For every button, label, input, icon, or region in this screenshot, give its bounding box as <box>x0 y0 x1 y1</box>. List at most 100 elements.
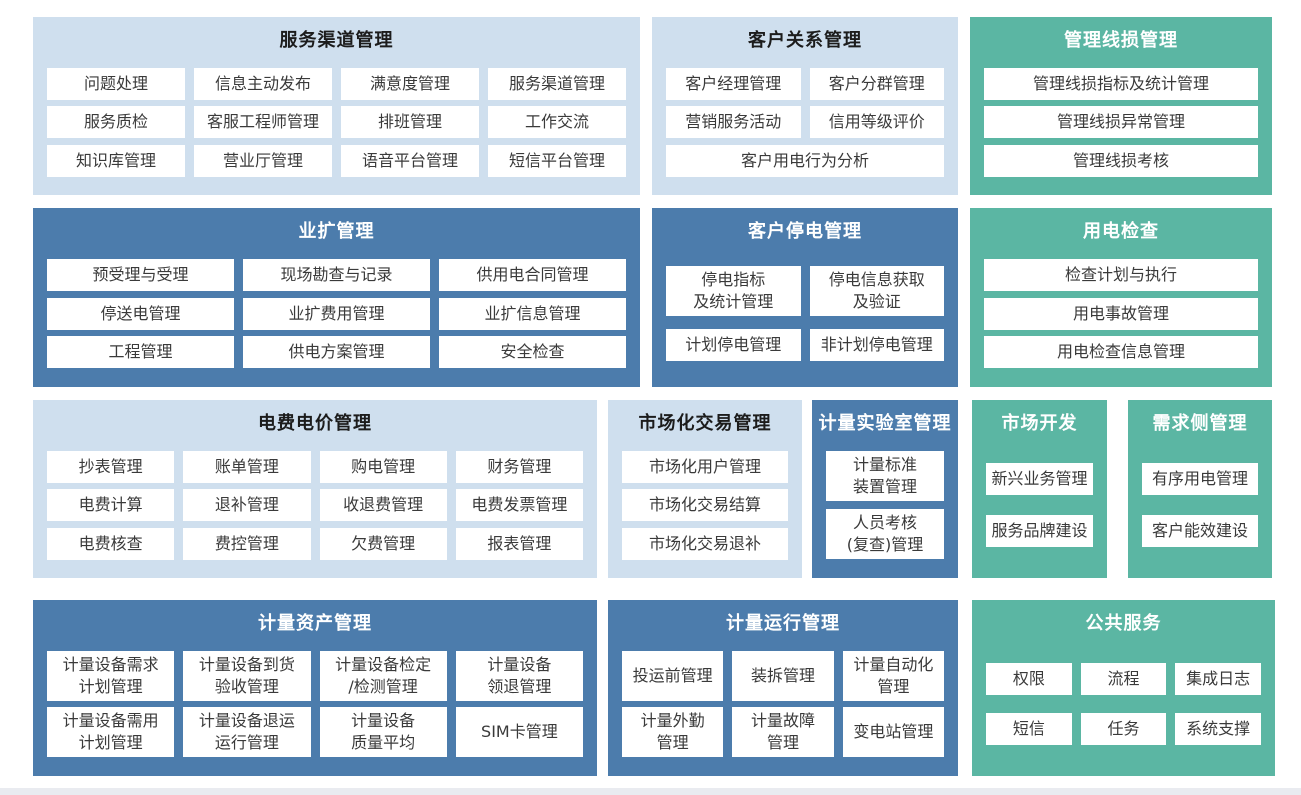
module-item: 供用电合同管理 <box>439 258 626 291</box>
module-item-row: 计划停电管理非计划停电管理 <box>666 329 944 362</box>
module-item: 投运前管理 <box>622 650 724 701</box>
panel-title: 客户关系管理 <box>748 30 862 51</box>
module-item: 管理线损指标及统计管理 <box>984 67 1258 100</box>
module-item: 有序用电管理 <box>1142 463 1258 496</box>
panel-market-development: 市场开发 新兴业务管理服务品牌建设 <box>972 400 1107 578</box>
panel-business-expansion-management: 业扩管理 预受理与受理现场勘查与记录供用电合同管理停送电管理业扩费用管理业扩信息… <box>33 208 640 387</box>
module-item-row: 问题处理信息主动发布满意度管理服务渠道管理 <box>47 67 626 100</box>
panel-body: 计量标准 装置管理人员考核 (复查)管理 <box>812 444 958 578</box>
module-item: 权限 <box>986 662 1072 695</box>
module-item: 服务品牌建设 <box>986 514 1093 547</box>
module-item-row: 短信任务系统支撑 <box>986 713 1262 746</box>
module-item: 客户分群管理 <box>809 67 944 100</box>
panel-title: 业扩管理 <box>298 221 375 242</box>
module-item-row: 电费核查费控管理欠费管理报表管理 <box>47 527 583 560</box>
module-item: 财务管理 <box>455 450 583 483</box>
module-item-row: 客户用电行为分析 <box>666 144 944 177</box>
module-item-row: 管理线损异常管理 <box>984 106 1258 138</box>
module-item: 短信 <box>986 713 1072 746</box>
module-item: 计量设备 领退管理 <box>455 650 583 701</box>
panel-customer-relationship-management: 客户关系管理 客户经理管理客户分群管理营销服务活动信用等级评价客户用电行为分析 <box>652 17 958 195</box>
module-item-row: 营销服务活动信用等级评价 <box>666 106 944 138</box>
module-item: 计量自动化 管理 <box>842 650 944 701</box>
panel-title: 电费电价管理 <box>258 413 372 434</box>
module-item: 管理线损异常管理 <box>984 106 1258 138</box>
panel-body: 投运前管理装拆管理计量自动化 管理计量外勤 管理计量故障 管理变电站管理 <box>608 644 958 776</box>
module-item: 退补管理 <box>183 489 311 521</box>
panel-metering-lab-management: 计量实验室管理 计量标准 装置管理人员考核 (复查)管理 <box>812 400 958 578</box>
module-item: 电费计算 <box>47 489 175 521</box>
module-item: 抄表管理 <box>47 450 175 483</box>
module-item-row: 新兴业务管理 <box>986 463 1093 496</box>
module-item: 集成日志 <box>1175 662 1262 695</box>
module-item: 问题处理 <box>47 67 185 100</box>
module-item: 费控管理 <box>183 527 311 560</box>
module-item-row: 人员考核 (复查)管理 <box>826 508 944 559</box>
module-item-row: 计量设备需求 计划管理计量设备到货 验收管理计量设备检定 /检测管理计量设备 领… <box>47 650 583 701</box>
panel-power-use-inspection: 用电检查 检查计划与执行用电事故管理用电检查信息管理 <box>970 208 1272 387</box>
module-item: 计量设备检定 /检测管理 <box>319 650 447 701</box>
module-item: 营业厅管理 <box>194 144 332 177</box>
panel-title: 市场开发 <box>1001 413 1078 434</box>
module-item: 信用等级评价 <box>809 106 944 138</box>
module-item-row: 管理线损指标及统计管理 <box>984 67 1258 100</box>
module-item-row: 权限流程集成日志 <box>986 662 1262 695</box>
module-item: 购电管理 <box>319 450 447 483</box>
panel-title: 公共服务 <box>1085 613 1162 634</box>
panel-customer-outage-management: 客户停电管理 停电指标 及统计管理停电信息获取 及验证计划停电管理非计划停电管理 <box>652 208 958 387</box>
module-item-row: 市场化用户管理 <box>622 450 788 483</box>
module-item: 现场勘查与记录 <box>243 258 430 291</box>
module-item: 业扩信息管理 <box>439 297 626 330</box>
panel-title: 服务渠道管理 <box>279 30 394 51</box>
module-item-row: 预受理与受理现场勘查与记录供用电合同管理 <box>47 258 626 291</box>
panel-body: 停电指标 及统计管理停电信息获取 及验证计划停电管理非计划停电管理 <box>652 252 958 387</box>
panel-title: 用电检查 <box>1083 221 1159 242</box>
module-item-row: 知识库管理营业厅管理语音平台管理短信平台管理 <box>47 144 626 177</box>
module-item: 收退费管理 <box>319 489 447 521</box>
panel-title: 计量资产管理 <box>258 613 372 634</box>
module-item-row: 客户能效建设 <box>1142 514 1258 547</box>
module-item: 停电指标 及统计管理 <box>666 265 801 316</box>
panel-body: 有序用电管理客户能效建设 <box>1128 444 1272 578</box>
module-item: 用电检查信息管理 <box>984 336 1258 369</box>
module-item: 短信平台管理 <box>488 144 626 177</box>
module-item: 检查计划与执行 <box>984 258 1258 291</box>
panel-body: 客户经理管理客户分群管理营销服务活动信用等级评价客户用电行为分析 <box>652 61 958 195</box>
panel-service-channel-management: 服务渠道管理 问题处理信息主动发布满意度管理服务渠道管理服务质检客服工程师管理排… <box>33 17 640 195</box>
module-item: 计量设备需求 计划管理 <box>47 650 175 701</box>
panel-body: 市场化用户管理市场化交易结算市场化交易退补 <box>608 444 802 578</box>
panel-body: 权限流程集成日志短信任务系统支撑 <box>972 644 1275 776</box>
module-item-row: 服务品牌建设 <box>986 514 1093 547</box>
module-item: 计量标准 装置管理 <box>826 451 944 502</box>
module-item-row: 用电检查信息管理 <box>984 336 1258 369</box>
module-item: 排班管理 <box>341 106 479 138</box>
module-item-row: 投运前管理装拆管理计量自动化 管理 <box>622 650 944 701</box>
module-item: 任务 <box>1080 713 1167 746</box>
module-item-row: 工程管理供电方案管理安全检查 <box>47 336 626 369</box>
module-item: 语音平台管理 <box>341 144 479 177</box>
module-item: SIM卡管理 <box>455 707 583 758</box>
module-item-row: 计量外勤 管理计量故障 管理变电站管理 <box>622 707 944 758</box>
module-item-row: 市场化交易退补 <box>622 527 788 560</box>
panel-body: 问题处理信息主动发布满意度管理服务渠道管理服务质检客服工程师管理排班管理工作交流… <box>33 61 640 195</box>
module-item: 客户能效建设 <box>1142 514 1258 547</box>
module-item: 服务质检 <box>47 106 185 138</box>
panel-metering-operation-management: 计量运行管理 投运前管理装拆管理计量自动化 管理计量外勤 管理计量故障 管理变电… <box>608 600 958 776</box>
panel-title: 管理线损管理 <box>1064 30 1178 51</box>
panel-body: 抄表管理账单管理购电管理财务管理电费计算退补管理收退费管理电费发票管理电费核查费… <box>33 444 597 578</box>
module-item: 用电事故管理 <box>984 297 1258 330</box>
panel-title: 计量实验室管理 <box>818 413 952 434</box>
panel-body: 检查计划与执行用电事故管理用电检查信息管理 <box>970 252 1272 387</box>
page-bottom-edge <box>0 788 1301 795</box>
module-item: 电费核查 <box>47 527 175 560</box>
module-item: 非计划停电管理 <box>809 329 944 362</box>
panel-line-loss-management: 管理线损管理 管理线损指标及统计管理管理线损异常管理管理线损考核 <box>970 17 1272 195</box>
panel-metering-asset-management: 计量资产管理 计量设备需求 计划管理计量设备到货 验收管理计量设备检定 /检测管… <box>33 600 597 776</box>
module-item: 停送电管理 <box>47 297 234 330</box>
module-item: 管理线损考核 <box>984 144 1258 177</box>
panel-body: 管理线损指标及统计管理管理线损异常管理管理线损考核 <box>970 61 1272 195</box>
panel-body: 预受理与受理现场勘查与记录供用电合同管理停送电管理业扩费用管理业扩信息管理工程管… <box>33 252 640 387</box>
panel-tariff-price-management: 电费电价管理 抄表管理账单管理购电管理财务管理电费计算退补管理收退费管理电费发票… <box>33 400 597 578</box>
module-item: 安全检查 <box>439 336 626 369</box>
